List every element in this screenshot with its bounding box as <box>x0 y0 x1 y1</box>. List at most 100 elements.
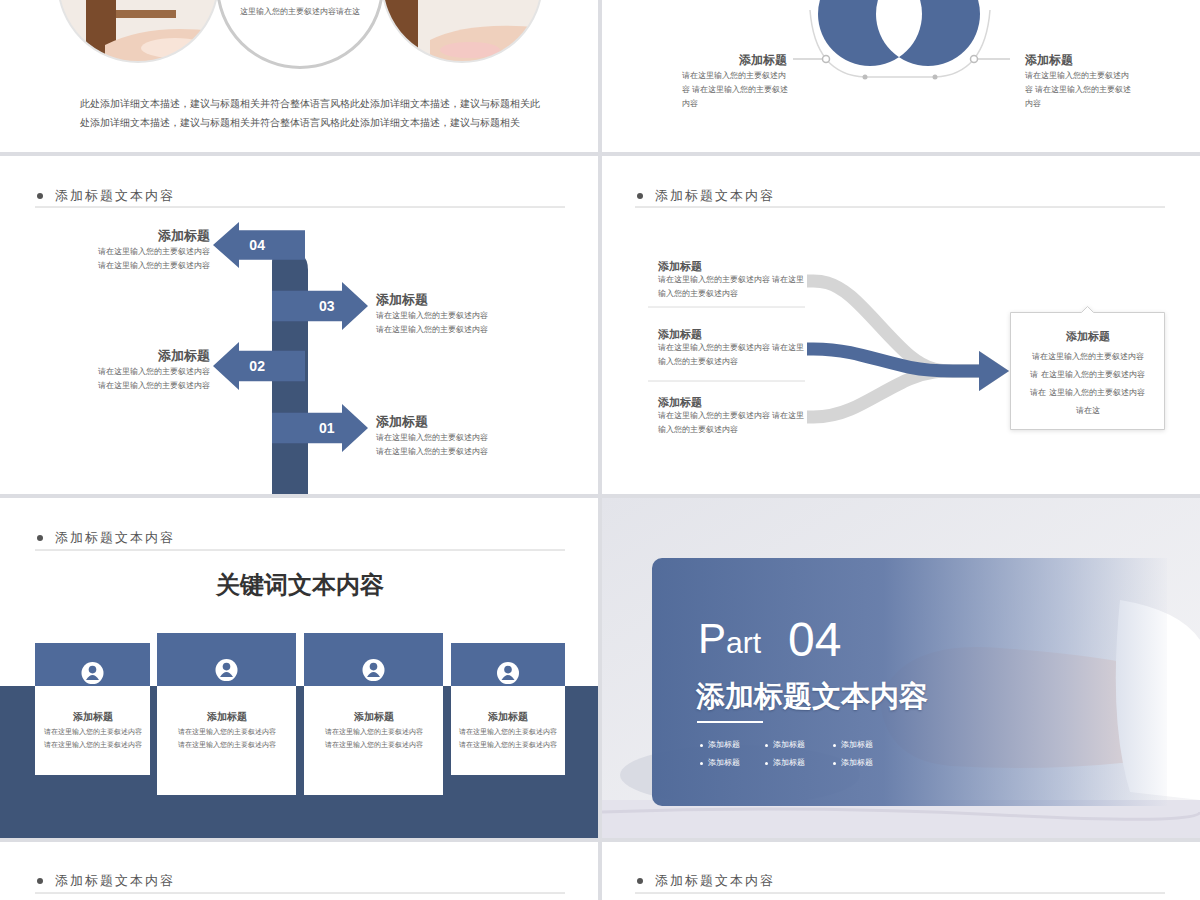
card-header <box>35 643 150 686</box>
item-heading: 添加标题 <box>658 259 805 273</box>
bullet-item: 添加标题 <box>699 757 740 769</box>
slide-header-mark <box>37 193 43 199</box>
slide-header: 添加标题文本内容 <box>55 188 275 204</box>
merge-arrow <box>807 371 983 417</box>
step-arrow: 添加标题请在这里输入您的主要叙述内容 请在这里输入您的主要叙述内容03 <box>272 282 368 330</box>
venn-body: 请在这里输入您的主要叙述内容 请在这里输入您的主要叙述内容 <box>682 69 792 111</box>
slide-header-mark <box>35 207 565 208</box>
arrow-number: 01 <box>307 419 347 437</box>
spa-photo <box>380 0 550 70</box>
arrow-caption: 添加标题请在这里输入您的主要叙述内容 请在这里输入您的主要叙述内容 <box>98 228 210 273</box>
card-header <box>451 643 565 686</box>
info-card: 添加标题请在这里输入您的主要叙述内容 请在这里输入您的主要叙述内容 <box>304 633 443 795</box>
arrow-shape <box>213 222 305 268</box>
card-heading: 添加标题 <box>451 710 565 724</box>
arrow-caption: 添加标题请在这里输入您的主要叙述内容 请在这里输入您的主要叙述内容 <box>98 348 210 393</box>
person-icon <box>220 672 233 677</box>
massage-photo <box>602 809 1200 819</box>
slide-panel <box>602 842 1200 900</box>
person-icon <box>370 663 378 671</box>
list-separator <box>648 307 805 308</box>
spa-photo <box>105 29 220 62</box>
person-icon <box>367 672 380 677</box>
photo-rim <box>58 0 218 62</box>
card-body: 请在这里输入您的主要叙述内容 请在这里输入您的主要叙述内容 <box>458 725 559 751</box>
venn-decoration <box>793 58 822 60</box>
list-item: 添加标题请在这里输入您的主要叙述内容 请在这里输入您的主要叙述内容 <box>648 395 805 439</box>
card-heading: 添加标题 <box>35 710 150 724</box>
arrow-number: 04 <box>237 236 277 254</box>
step-arrow: 添加标题请在这里输入您的主要叙述内容 请在这里输入您的主要叙述内容01 <box>272 404 368 452</box>
photo-rim <box>382 0 542 62</box>
spa-photo <box>430 26 545 62</box>
list-item: 添加标题请在这里输入您的主要叙述内容 请在这里输入您的主要叙述内容 <box>648 259 805 303</box>
arrow-number: 02 <box>237 357 277 375</box>
item-body: 请在这里输入您的主要叙述内容 请在这里输入您的主要叙述内容 <box>658 341 805 369</box>
bullet-item: 添加标题 <box>764 739 805 751</box>
venn-heading: 添加标题 <box>1025 52 1122 68</box>
slide-panel <box>602 156 1200 494</box>
venn-decoration <box>971 56 978 63</box>
info-card: 添加标题请在这里输入您的主要叙述内容 请在这里输入您的主要叙述内容 <box>157 633 296 795</box>
item-body: 请在这里输入您的主要叙述内容 请在这里输入您的主要叙述内容 <box>658 273 805 301</box>
venn-heading: 添加标题 <box>690 52 787 68</box>
arrow-heading: 添加标题 <box>376 414 488 430</box>
step-arrow: 添加标题请在这里输入您的主要叙述内容 请在这里输入您的主要叙述内容02 <box>213 342 305 390</box>
slide-header-mark <box>37 535 43 541</box>
section-panel: Part04添加标题文本内容添加标题添加标题添加标题添加标题添加标题添加标题 <box>652 558 1167 806</box>
card-header <box>157 633 296 686</box>
paragraph-text: 此处添加详细文本描述，建议与标题相关并符合整体语言风格此处添加详细文本描述，建议… <box>80 94 542 132</box>
spa-photo <box>384 0 418 62</box>
massage-photo <box>602 498 1200 838</box>
venn-decoration <box>863 75 868 80</box>
slide-header-mark <box>37 878 43 884</box>
person-icon <box>502 675 515 680</box>
slide-header: 添加标题文本内容 <box>655 873 875 889</box>
venn-decoration <box>823 56 830 63</box>
spa-photo <box>141 38 209 58</box>
arrow-body: 请在这里输入您的主要叙述内容 请在这里输入您的主要叙述内容 <box>376 431 488 459</box>
bullet-item: 添加标题 <box>699 739 740 751</box>
card-body: 请在这里输入您的主要叙述内容 请在这里输入您的主要叙述内容 <box>42 725 143 751</box>
venn-decoration <box>978 58 1010 60</box>
card-header <box>304 633 443 686</box>
bullet-item: 添加标题 <box>832 757 873 769</box>
person-icon <box>216 659 238 681</box>
arrow-heading: 添加标题 <box>98 228 210 244</box>
box-body: 请在这里输入您的主要叙述内容请 在这里输入您的主要叙述内容请在 这里输入您的主要… <box>1029 348 1147 420</box>
arrow-heading: 添加标题 <box>98 348 210 364</box>
info-card: 添加标题请在这里输入您的主要叙述内容 请在这里输入您的主要叙述内容 <box>451 643 565 775</box>
keyword-title: 关键词文本内容 <box>150 570 450 600</box>
slide-header: 添加标题文本内容 <box>55 530 275 546</box>
slide-header: 添加标题文本内容 <box>655 188 875 204</box>
person-icon <box>86 675 99 680</box>
card-body: 请在这里输入您的主要叙述内容 请在这里输入您的主要叙述内容 <box>176 725 277 751</box>
item-body: 请在这里输入您的主要叙述内容 请在这里输入您的主要叙述内容 <box>658 409 805 437</box>
slide-header-mark <box>635 893 1165 894</box>
arrow-body: 请在这里输入您的主要叙述内容 请在这里输入您的主要叙述内容 <box>376 309 488 337</box>
spa-photo <box>55 0 225 70</box>
arrow-body: 请在这里输入您的主要叙述内容 请在这里输入您的主要叙述内容 <box>98 245 210 273</box>
spa-photo <box>116 10 176 18</box>
merge-arrow <box>807 281 983 371</box>
slide-panel <box>602 498 1200 838</box>
bullet-item: 添加标题 <box>764 757 805 769</box>
box-outline <box>1011 307 1165 430</box>
spa-photo <box>55 0 225 70</box>
slide-panel <box>0 498 598 838</box>
slide-header-mark <box>635 207 1165 208</box>
slide-panel <box>0 156 598 494</box>
box-heading: 添加标题 <box>1018 329 1157 343</box>
person-icon <box>363 659 385 681</box>
arrow-shape <box>213 342 305 390</box>
info-card: 添加标题请在这里输入您的主要叙述内容 请在这里输入您的主要叙述内容 <box>35 643 150 775</box>
arrow-caption: 添加标题请在这里输入您的主要叙述内容 请在这里输入您的主要叙述内容 <box>376 414 488 459</box>
slide-header-mark <box>35 893 565 894</box>
arrow-shape <box>272 282 368 330</box>
person-icon <box>89 666 97 674</box>
card-header <box>451 643 565 686</box>
venn-body: 请在这里输入您的主要叙述内容 请在这里输入您的主要叙述内容 <box>1025 69 1135 111</box>
arrow-caption: 添加标题请在这里输入您的主要叙述内容 请在这里输入您的主要叙述内容 <box>376 292 488 337</box>
